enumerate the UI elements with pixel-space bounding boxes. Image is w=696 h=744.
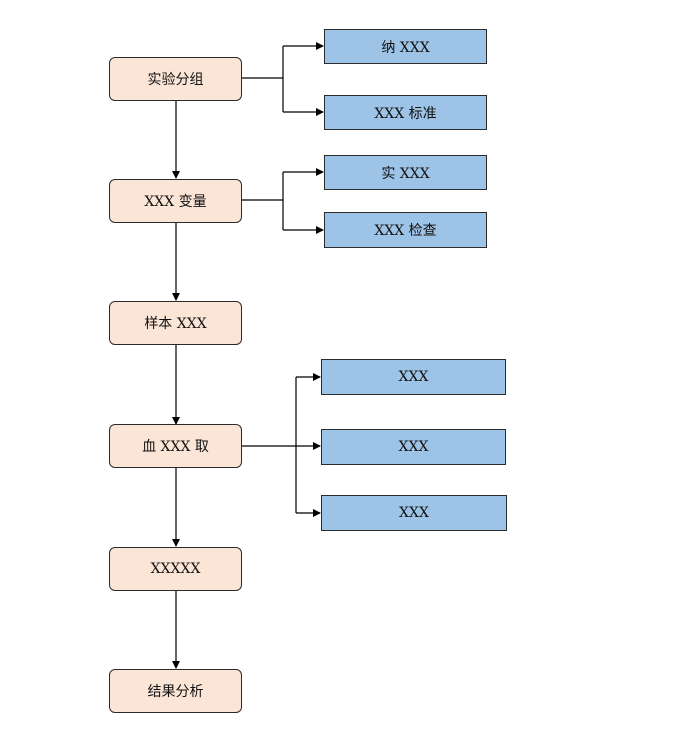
step-label: XXXXX xyxy=(150,561,201,577)
detail-label: XXX xyxy=(398,369,429,385)
step-blood: 血 XXX 取 xyxy=(109,424,242,468)
step-label: 样本 XXX xyxy=(144,316,207,332)
step-variables: XXX 变量 xyxy=(109,179,242,223)
branch-variables xyxy=(242,168,324,234)
detail-label: 实 XXX xyxy=(381,165,430,182)
step-sample: 样本 XXX xyxy=(109,301,242,345)
step-label: 血 XXX 取 xyxy=(142,439,209,455)
detail-blood-2: XXX xyxy=(321,429,506,465)
detail-label: 纳 XXX xyxy=(381,39,430,56)
step-grouping: 实验分组 xyxy=(109,57,242,101)
detail-blood-3: XXX xyxy=(321,495,507,531)
detail-label: XXX xyxy=(398,439,429,455)
step-process: XXXXX xyxy=(109,547,242,591)
detail-variables-2: XXX 检查 xyxy=(324,212,487,248)
detail-grouping-2: XXX 标准 xyxy=(324,95,487,130)
detail-label: XXX 标准 xyxy=(374,105,437,122)
branch-grouping xyxy=(242,42,324,116)
detail-variables-1: 实 XXX xyxy=(324,155,487,190)
step-analysis: 结果分析 xyxy=(109,669,242,713)
detail-grouping-1: 纳 XXX xyxy=(324,29,487,64)
branch-blood xyxy=(242,373,321,517)
detail-blood-1: XXX xyxy=(321,359,506,395)
step-label: XXX 变量 xyxy=(144,194,207,210)
detail-label: XXX xyxy=(399,505,429,521)
detail-label: XXX 检查 xyxy=(374,223,437,239)
step-label: 实验分组 xyxy=(147,72,204,88)
step-label: 结果分析 xyxy=(147,684,204,700)
